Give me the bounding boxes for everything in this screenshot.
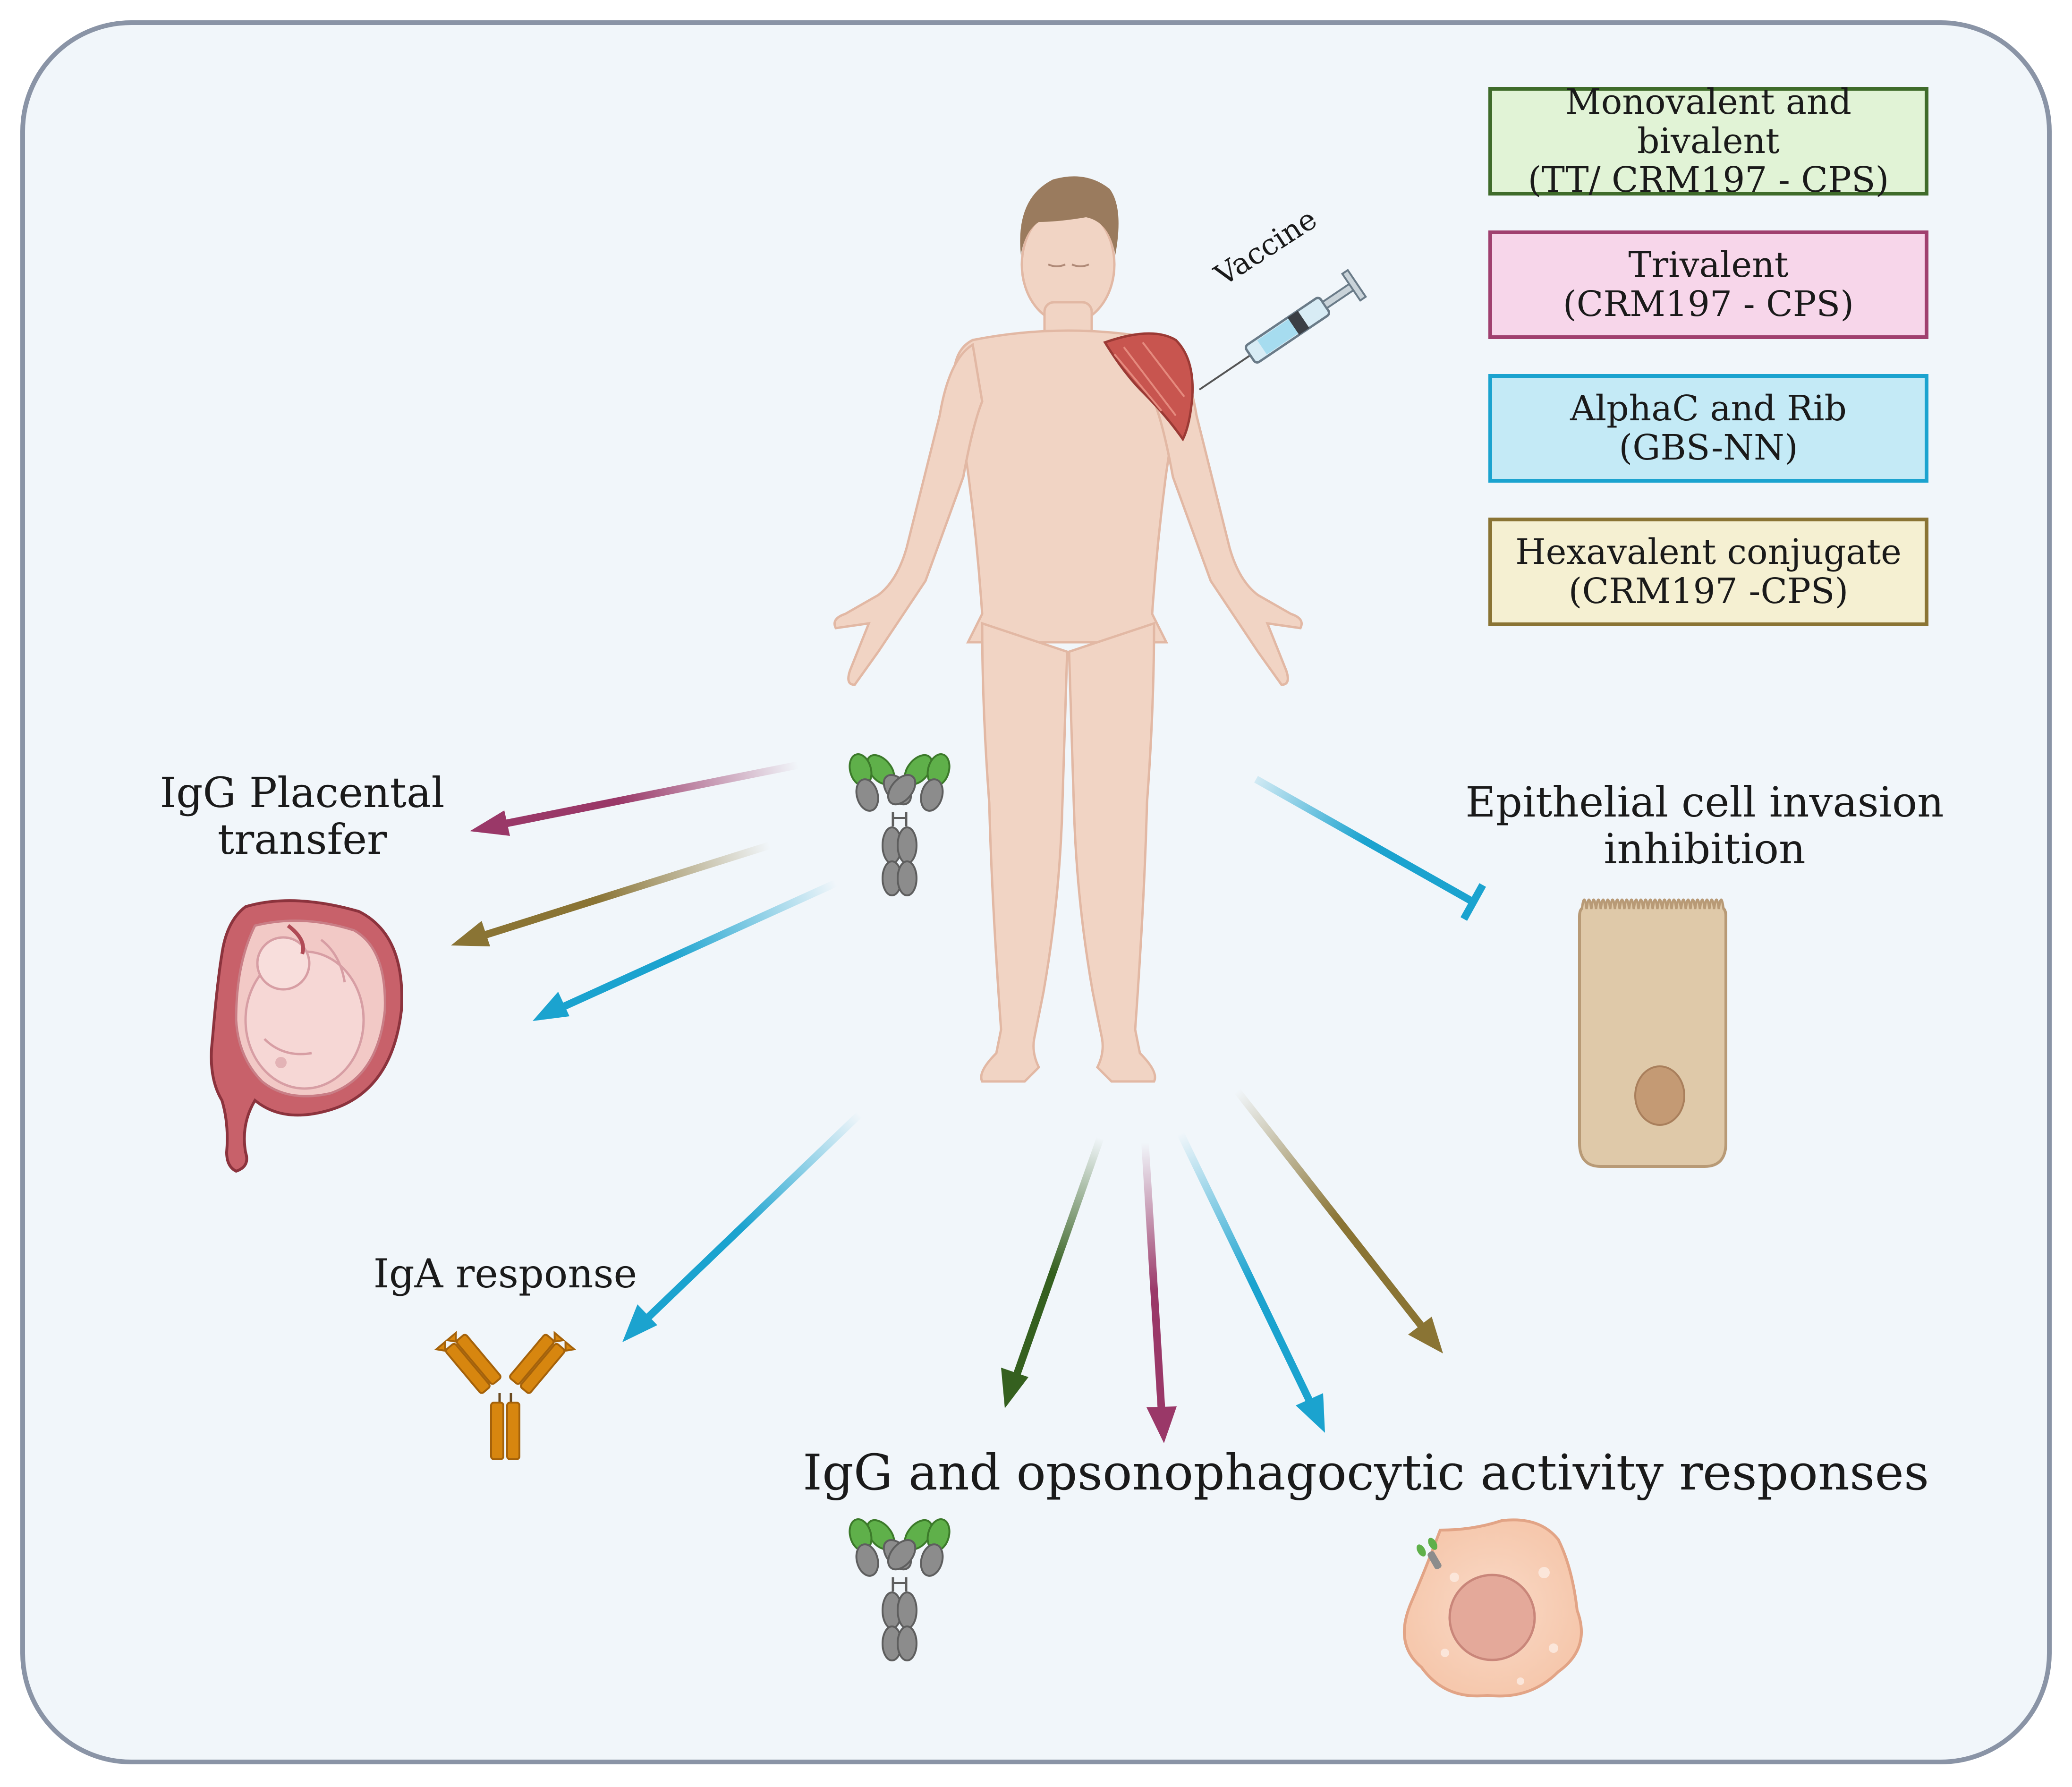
syringe-icon: [1198, 269, 1367, 391]
arrow-placental-olive: [480, 842, 771, 940]
iga-antibody-icon: [434, 1331, 577, 1460]
arrow-opso-green: [1011, 1137, 1104, 1380]
igg-antibody-icon-bottom: [849, 1518, 951, 1661]
arrowhead-opso-blue: [1296, 1393, 1325, 1433]
hair-icon: [1020, 176, 1119, 255]
arrow-placental-blue: [559, 879, 838, 1012]
shoulder-muscle-icon: [1103, 332, 1194, 442]
legend-item-line2: (CRM197 -CPS): [1568, 571, 1849, 612]
placental-label: IgG Placental transfer: [156, 768, 449, 864]
iga-label: IgA response: [373, 1251, 637, 1297]
human-body-icon: [833, 204, 1303, 1083]
arrowhead-placental-blue: [533, 992, 569, 1021]
inhibition-bar-epithelial: [1461, 883, 1486, 921]
phagocyte-cell-icon: [1403, 1518, 1583, 1698]
legend-item-line1: Monovalent and bivalent: [1565, 81, 1851, 162]
legend-item-line1: Hexavalent conjugate: [1515, 532, 1902, 573]
legend-item-line2: (TT/ CRM197 - CPS): [1528, 160, 1889, 201]
legend-item-monovalent-bivalent: Monovalent and bivalent (TT/ CRM197 - CP…: [1488, 82, 1928, 200]
arrowhead-placental-olive: [451, 921, 490, 946]
igg-opso-label: IgG and opsonophagocytic activity respon…: [803, 1444, 1929, 1501]
igg-antibody-icon: [849, 753, 951, 896]
eyes-icon: [1048, 264, 1089, 267]
legend-item-hexavalent: Hexavalent conjugate (CRM197 -CPS): [1488, 518, 1928, 626]
pregnant-uterus-icon: [210, 899, 403, 1173]
arrowhead-opso-olive: [1408, 1317, 1443, 1353]
arrow-opso-olive: [1234, 1089, 1426, 1329]
legend-item-line2: (CRM197 - CPS): [1562, 284, 1854, 324]
legend-item-line1: AlphaC and Rib: [1570, 388, 1847, 429]
legend-item-trivalent: Trivalent (CRM197 - CPS): [1488, 230, 1928, 339]
arrow-opso-blue: [1177, 1132, 1315, 1405]
legend-item-line1: Trivalent: [1628, 245, 1789, 286]
arrowhead-placental-magenta: [470, 810, 510, 836]
arrow-opso-magenta: [1141, 1142, 1165, 1413]
epithelial-label: Epithelial cell invasion inhibition: [1454, 779, 1955, 872]
inhibition-line-epithelial: [1254, 776, 1475, 905]
legend-item-alphac-rib: AlphaC and Rib (GBS-NN): [1488, 374, 1928, 483]
arrow-iga-blue: [644, 1112, 862, 1321]
epithelial-cell-icon: [1578, 898, 1727, 1168]
placental-label-line2: transfer: [217, 815, 387, 864]
arrowhead-opso-green: [1001, 1368, 1028, 1408]
epithelial-label-line1: Epithelial cell invasion: [1465, 778, 1944, 826]
arrowhead-opso-magenta: [1146, 1406, 1177, 1443]
epithelial-label-line2: inhibition: [1604, 824, 1806, 873]
arrowhead-iga-blue: [622, 1304, 657, 1342]
legend-item-line2: (GBS-NN): [1619, 427, 1798, 468]
arrow-placental-magenta: [500, 761, 799, 828]
placental-label-line1: IgG Placental: [160, 768, 445, 817]
